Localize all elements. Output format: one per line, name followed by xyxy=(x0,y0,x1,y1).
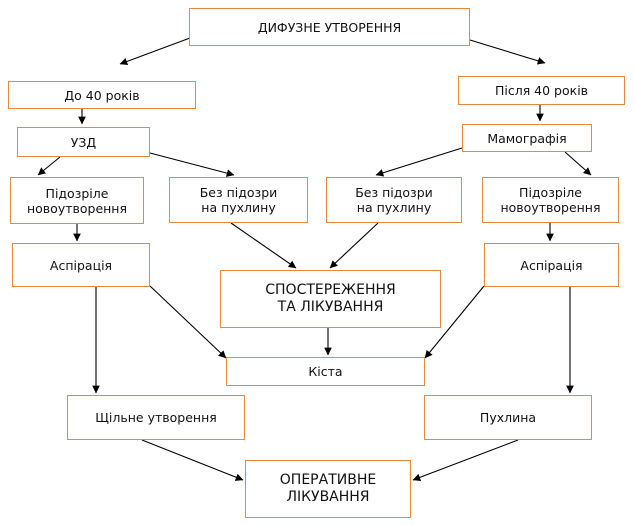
node-tumor: Пухлина xyxy=(424,395,592,440)
node-no-suspicion-left: Без підозри на пухлину xyxy=(169,177,308,223)
node-mammography-label: Мамографія xyxy=(487,130,567,146)
node-diffuse-formation-label: ДИФУЗНЕ УТВОРЕННЯ xyxy=(257,19,402,35)
arrow-dense-to-surgery xyxy=(141,439,244,481)
node-suspicious-right-label: Підозріле новоутворення xyxy=(500,185,601,215)
node-aspiration-right-label: Аспірація xyxy=(520,257,583,273)
arrow-tumor-to-surgery xyxy=(412,439,519,481)
node-surgical-treatment: ОПЕРАТИВНЕ ЛІКУВАННЯ xyxy=(245,460,411,518)
node-under-40-label: До 40 років xyxy=(64,87,140,103)
node-aspiration-left-label: Аспірація xyxy=(49,257,113,273)
node-aspiration-right: Аспірація xyxy=(484,243,619,287)
node-ultrasound-label: УЗД xyxy=(70,134,97,150)
node-dense-formation-label: Щільне утворення xyxy=(95,410,217,425)
node-mammography: Мамографія xyxy=(462,124,592,152)
node-diffuse-formation: ДИФУЗНЕ УТВОРЕННЯ xyxy=(189,8,470,46)
arrow-root-to-over40 xyxy=(469,39,546,65)
arrow-mammo-to-suspicious-right xyxy=(564,151,592,176)
node-no-suspicion-right-label: Без підозри на пухлину xyxy=(355,185,433,215)
node-surgical-treatment-label: ОПЕРАТИВНЕ ЛІКУВАННЯ xyxy=(279,471,377,506)
node-no-suspicion-right: Без підозри на пухлину xyxy=(326,177,462,223)
node-cyst: Кіста xyxy=(226,357,425,386)
arrow-aspiration-right-to-cyst xyxy=(424,285,485,359)
arrow-uzd-to-nosuspicion-left xyxy=(149,152,235,177)
arrow-nosuspicion-right-to-observation xyxy=(329,222,379,269)
node-suspicious-right: Підозріле новоутворення xyxy=(482,177,619,223)
arrow-aspiration-left-to-cyst xyxy=(149,285,227,359)
node-no-suspicion-left-label: Без підозри на пухлину xyxy=(199,185,278,215)
node-over-40-label: Після 40 років xyxy=(494,83,589,98)
node-dense-formation: Щільне утворення xyxy=(67,395,245,440)
node-ultrasound: УЗД xyxy=(17,127,150,157)
node-observation-treatment-label: СПОСТЕРЕЖЕННЯ ТА ЛІКУВАННЯ xyxy=(265,281,396,316)
node-tumor-label: Пухлина xyxy=(479,410,537,425)
node-over-40: Після 40 років xyxy=(458,76,625,105)
arrow-nosuspicion-left-to-observation xyxy=(230,222,297,269)
arrow-mammo-to-nosuspicion-right xyxy=(375,147,463,177)
arrow-root-to-under40 xyxy=(119,37,191,66)
node-under-40: До 40 років xyxy=(8,81,196,109)
node-cyst-label: Кіста xyxy=(308,364,343,379)
node-suspicious-left-label: Підозріле новоутворення xyxy=(26,185,128,216)
node-suspicious-left: Підозріле новоутворення xyxy=(10,177,144,224)
node-aspiration-left: Аспірація xyxy=(12,243,150,287)
node-observation-treatment: СПОСТЕРЕЖЕННЯ ТА ЛІКУВАННЯ xyxy=(220,270,441,328)
arrow-uzd-to-suspicious-left xyxy=(37,156,61,176)
